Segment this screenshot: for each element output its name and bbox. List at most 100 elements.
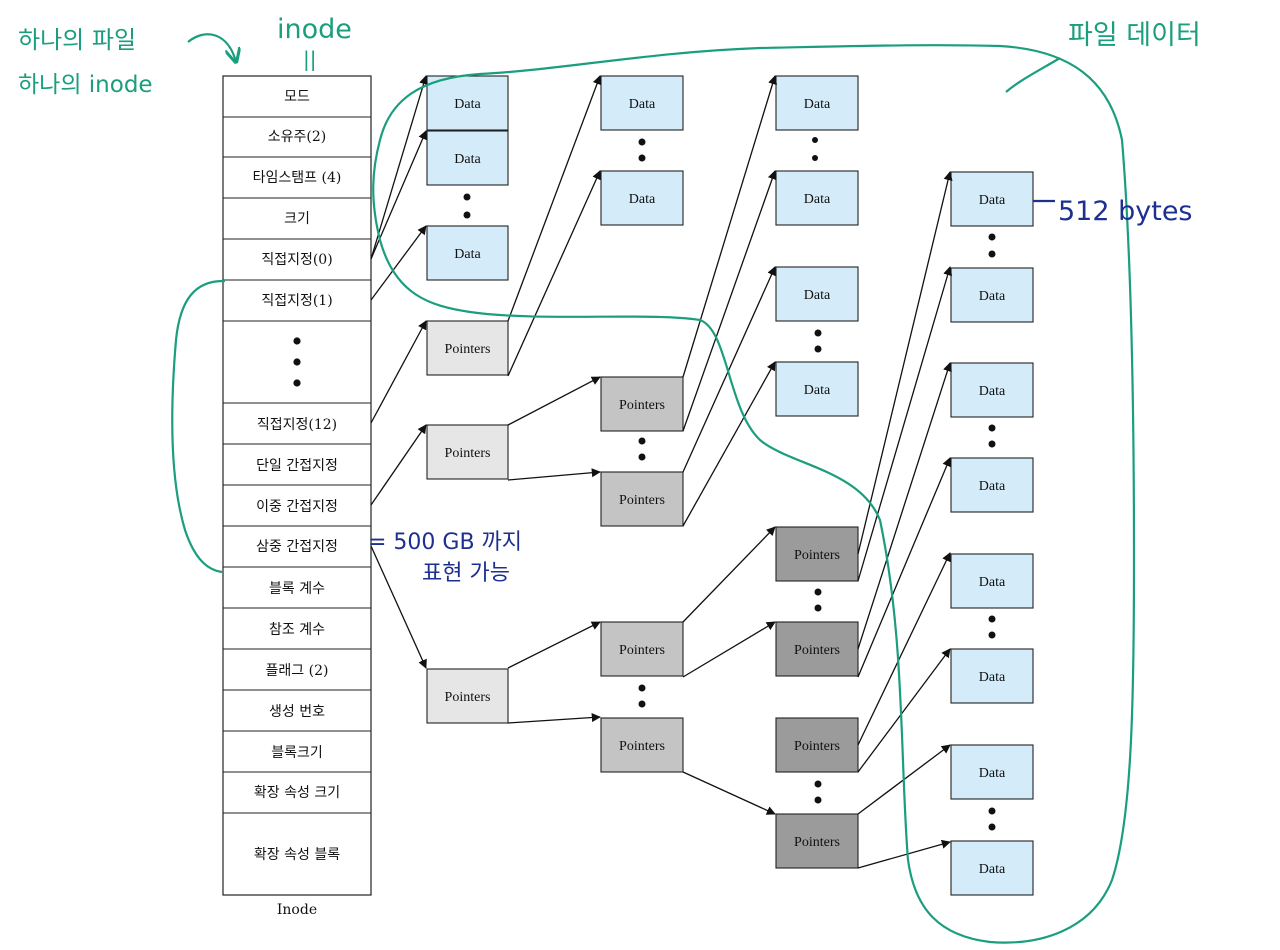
file-data-boundary bbox=[372, 44, 1136, 944]
pointers-label: Pointers bbox=[619, 643, 665, 658]
arrow bbox=[857, 362, 952, 650]
arrow bbox=[682, 75, 777, 378]
pointer-block: Pointers bbox=[426, 424, 509, 480]
block-frame bbox=[426, 424, 509, 480]
ellipsis-dot bbox=[988, 424, 996, 432]
arrow bbox=[682, 266, 776, 473]
data-block: Data bbox=[950, 171, 1034, 227]
pointer-block: Pointers bbox=[600, 717, 684, 773]
inode-field-label: 소유주(2) bbox=[268, 129, 326, 145]
inode-row-double-indirect: 이중 간접지정 bbox=[223, 499, 371, 527]
pointers-label: Pointers bbox=[794, 643, 840, 658]
ellipsis-dot bbox=[814, 796, 822, 804]
inode-row-mode: 모드 bbox=[223, 89, 371, 118]
ellipsis-dot bbox=[814, 345, 822, 353]
arrow bbox=[370, 545, 427, 669]
data-label: Data bbox=[454, 247, 481, 262]
block-frame bbox=[426, 225, 509, 281]
inode-field-label: 단일 간접지정 bbox=[256, 458, 338, 474]
data-label: Data bbox=[979, 193, 1006, 208]
pointer-block: Pointers bbox=[426, 668, 509, 724]
arrow bbox=[370, 424, 427, 506]
data-label: Data bbox=[979, 766, 1006, 781]
inode-field-label: 이중 간접지정 bbox=[256, 499, 338, 515]
inode-field-label: 확장 속성 블록 bbox=[254, 847, 340, 863]
inode-field-label: 블록 계수 bbox=[269, 581, 325, 597]
block-frame bbox=[950, 267, 1034, 323]
block-frame bbox=[426, 320, 509, 376]
data-block: Data bbox=[426, 130, 509, 186]
data-label: Data bbox=[979, 384, 1006, 399]
pointers-label: Pointers bbox=[619, 398, 665, 413]
arrow bbox=[682, 526, 776, 623]
inode-row-block-size: 블록크기 bbox=[223, 745, 371, 773]
inode-field-label: 확장 속성 크기 bbox=[254, 785, 340, 801]
inode-row-single-indirect: 단일 간접지정 bbox=[223, 458, 371, 486]
pointers-label: Pointers bbox=[794, 739, 840, 754]
pointers-label: Pointers bbox=[794, 548, 840, 563]
pointers-label: Pointers bbox=[445, 446, 491, 461]
block-frame bbox=[950, 840, 1034, 896]
inode-row-block-count: 블록 계수 bbox=[223, 581, 371, 609]
file-data-label: 파일 데이터 bbox=[1068, 20, 1201, 51]
ellipsis-dot bbox=[293, 379, 301, 387]
inode-row-generation: 생성 번호 bbox=[223, 704, 371, 732]
ellipsis-dot bbox=[638, 684, 646, 692]
data-block: Data bbox=[775, 75, 859, 131]
pointer-block: Pointers bbox=[775, 717, 859, 773]
data-block: Data bbox=[950, 362, 1034, 418]
block-frame bbox=[775, 361, 859, 417]
inode-field-label: 직접지정(12) bbox=[257, 417, 337, 433]
block-frame bbox=[600, 376, 684, 432]
arrow bbox=[857, 648, 951, 773]
ellipsis-dot bbox=[638, 437, 646, 445]
data-label: Data bbox=[454, 97, 481, 112]
pointer-block: Pointers bbox=[600, 471, 684, 527]
arrow bbox=[370, 320, 427, 424]
arrow bbox=[682, 621, 776, 678]
bracket-stroke bbox=[171, 279, 226, 574]
inode-word-label: inode bbox=[277, 14, 352, 45]
ellipsis-dot bbox=[463, 211, 471, 219]
ellipsis-dot bbox=[463, 193, 471, 201]
ellipsis-dot bbox=[988, 823, 996, 831]
arrow bbox=[507, 170, 601, 377]
block-frame bbox=[950, 171, 1034, 227]
data-label: Data bbox=[979, 289, 1006, 304]
inode-field-label: 참조 계수 bbox=[269, 622, 325, 638]
arrow bbox=[857, 839, 951, 869]
block-frame bbox=[775, 621, 859, 677]
ellipsis-dot bbox=[988, 233, 996, 241]
inode-field-label: 생성 번호 bbox=[269, 704, 325, 720]
one-inode-label: 하나의 inode bbox=[18, 72, 153, 98]
block-frame bbox=[950, 648, 1034, 704]
ellipsis-dot bbox=[638, 453, 646, 461]
green-annotations: 하나의 파일 하나의 inode inode || 파일 데이터 bbox=[18, 14, 1201, 944]
arrow bbox=[507, 75, 602, 322]
data-block: Data bbox=[426, 75, 509, 131]
ellipsis-dot bbox=[812, 137, 818, 143]
pointer-block: Pointers bbox=[600, 621, 684, 677]
data-label: Data bbox=[454, 152, 481, 167]
block-frame bbox=[950, 553, 1034, 609]
block-frame bbox=[600, 717, 684, 773]
blue-annotations: 512 bytes = 500 GB 까지 표현 가능 bbox=[368, 196, 1193, 586]
inode-table: 모드 소유주(2) 타임스탬프 (4) 크기 직접지정(0) 직접지정(1) bbox=[222, 75, 372, 918]
block-frame bbox=[775, 75, 859, 131]
ellipsis-dot bbox=[293, 337, 301, 345]
inode-row-direct-1: 직접지정(1) bbox=[223, 293, 371, 322]
blocks-layer: DataDataDataPointersPointersPointersData… bbox=[426, 75, 1034, 896]
block-frame bbox=[426, 130, 509, 186]
arrow bbox=[857, 552, 951, 746]
block-frame bbox=[775, 717, 859, 773]
data-block: Data bbox=[950, 553, 1034, 609]
block-frame bbox=[600, 621, 684, 677]
curved-arrow bbox=[187, 33, 236, 62]
inode-row-ext-attr-size: 확장 속성 크기 bbox=[223, 785, 371, 814]
data-block: Data bbox=[950, 457, 1034, 513]
arrow bbox=[507, 712, 601, 724]
inode-row-timestamps: 타임스탬프 (4) bbox=[223, 170, 371, 199]
ellipsis-dot bbox=[988, 615, 996, 623]
pointer-block: Pointers bbox=[775, 621, 859, 677]
